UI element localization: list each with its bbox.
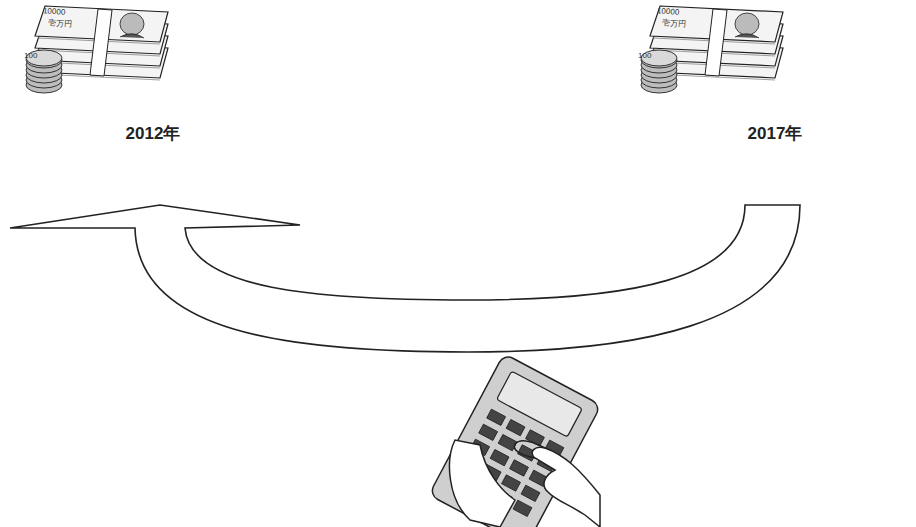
banknote-text: 10000 — [657, 7, 680, 17]
left-hand — [450, 440, 515, 527]
banknote-text: 100 — [24, 52, 37, 60]
year-label: 2017年 — [735, 122, 815, 145]
calculator-illustration — [429, 354, 601, 527]
money-stack: 2012年 — [10, 0, 300, 203]
right-hand — [514, 441, 600, 527]
money-stack-illustration — [635, 2, 785, 97]
money-stack-illustration — [20, 2, 170, 97]
money-stack: 2017年 — [628, 0, 820, 203]
banknote-text: 壱万円 — [662, 19, 686, 29]
year-label: 2012年 — [113, 122, 193, 145]
banknote-text: 100 — [638, 52, 651, 60]
curved-block-arrow — [10, 205, 800, 352]
banknote-text: 10000 — [43, 7, 66, 17]
banknote-text: 壱万円 — [48, 19, 72, 29]
